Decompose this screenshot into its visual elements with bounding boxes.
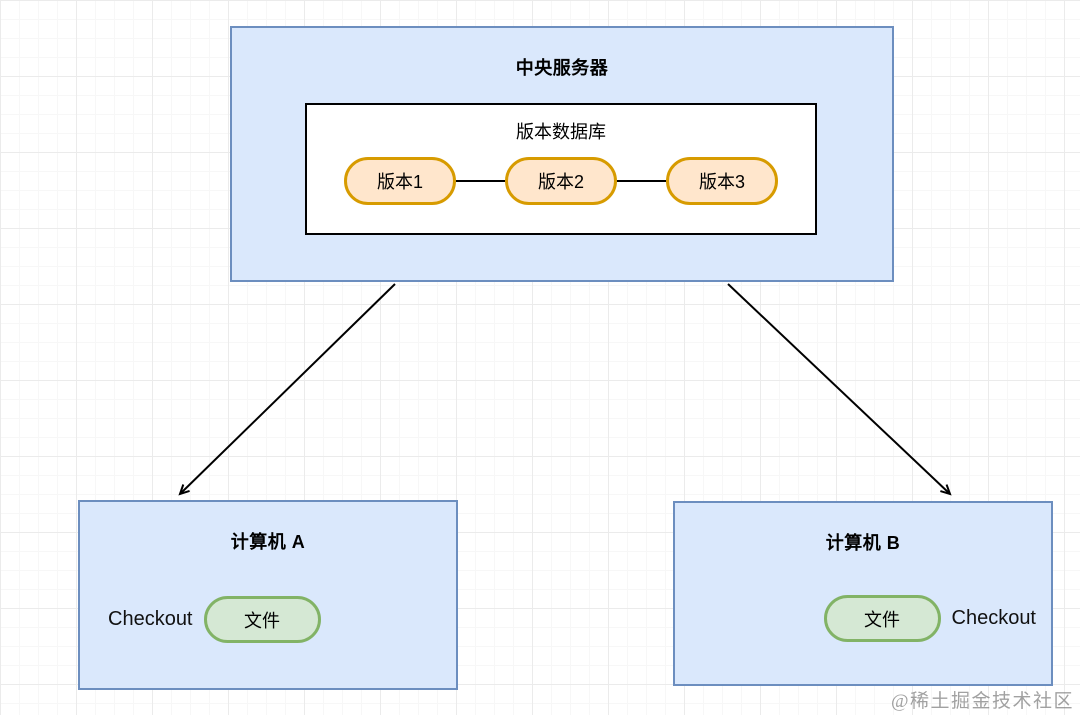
computer-a-file-row: Checkout 文件 <box>108 596 321 643</box>
version-link-2-3 <box>617 180 666 182</box>
version-database-node: 版本数据库 版本1 版本2 版本3 <box>305 103 817 235</box>
watermark: @稀土掘金技术社区 <box>891 691 1074 712</box>
computer-b-file-row: 文件 Checkout <box>823 595 1037 642</box>
computer-b-file-node: 文件 <box>823 595 941 642</box>
version-node-3: 版本3 <box>666 157 778 205</box>
computer-b-checkout-label: Checkout <box>951 607 1037 629</box>
computer-b-node: 计算机 B 文件 Checkout <box>673 501 1053 686</box>
version-node-1: 版本1 <box>344 157 456 205</box>
computer-a-title: 计算机 A <box>230 532 306 552</box>
versions-row: 版本1 版本2 版本3 <box>307 157 815 205</box>
central-server-title: 中央服务器 <box>515 58 609 78</box>
arrow-server-to-computer-a <box>178 283 396 496</box>
central-server-node: 中央服务器 版本数据库 版本1 版本2 版本3 <box>230 26 894 282</box>
version-database-title: 版本数据库 <box>516 122 606 142</box>
computer-b-title: 计算机 B <box>825 533 901 553</box>
computer-a-file-node: 文件 <box>203 596 321 643</box>
version-node-2: 版本2 <box>505 157 617 205</box>
computer-a-checkout-label: Checkout <box>108 608 193 630</box>
version-link-1-2 <box>456 180 505 182</box>
arrow-server-to-computer-b <box>727 283 952 496</box>
computer-a-node: 计算机 A Checkout 文件 <box>78 500 458 690</box>
